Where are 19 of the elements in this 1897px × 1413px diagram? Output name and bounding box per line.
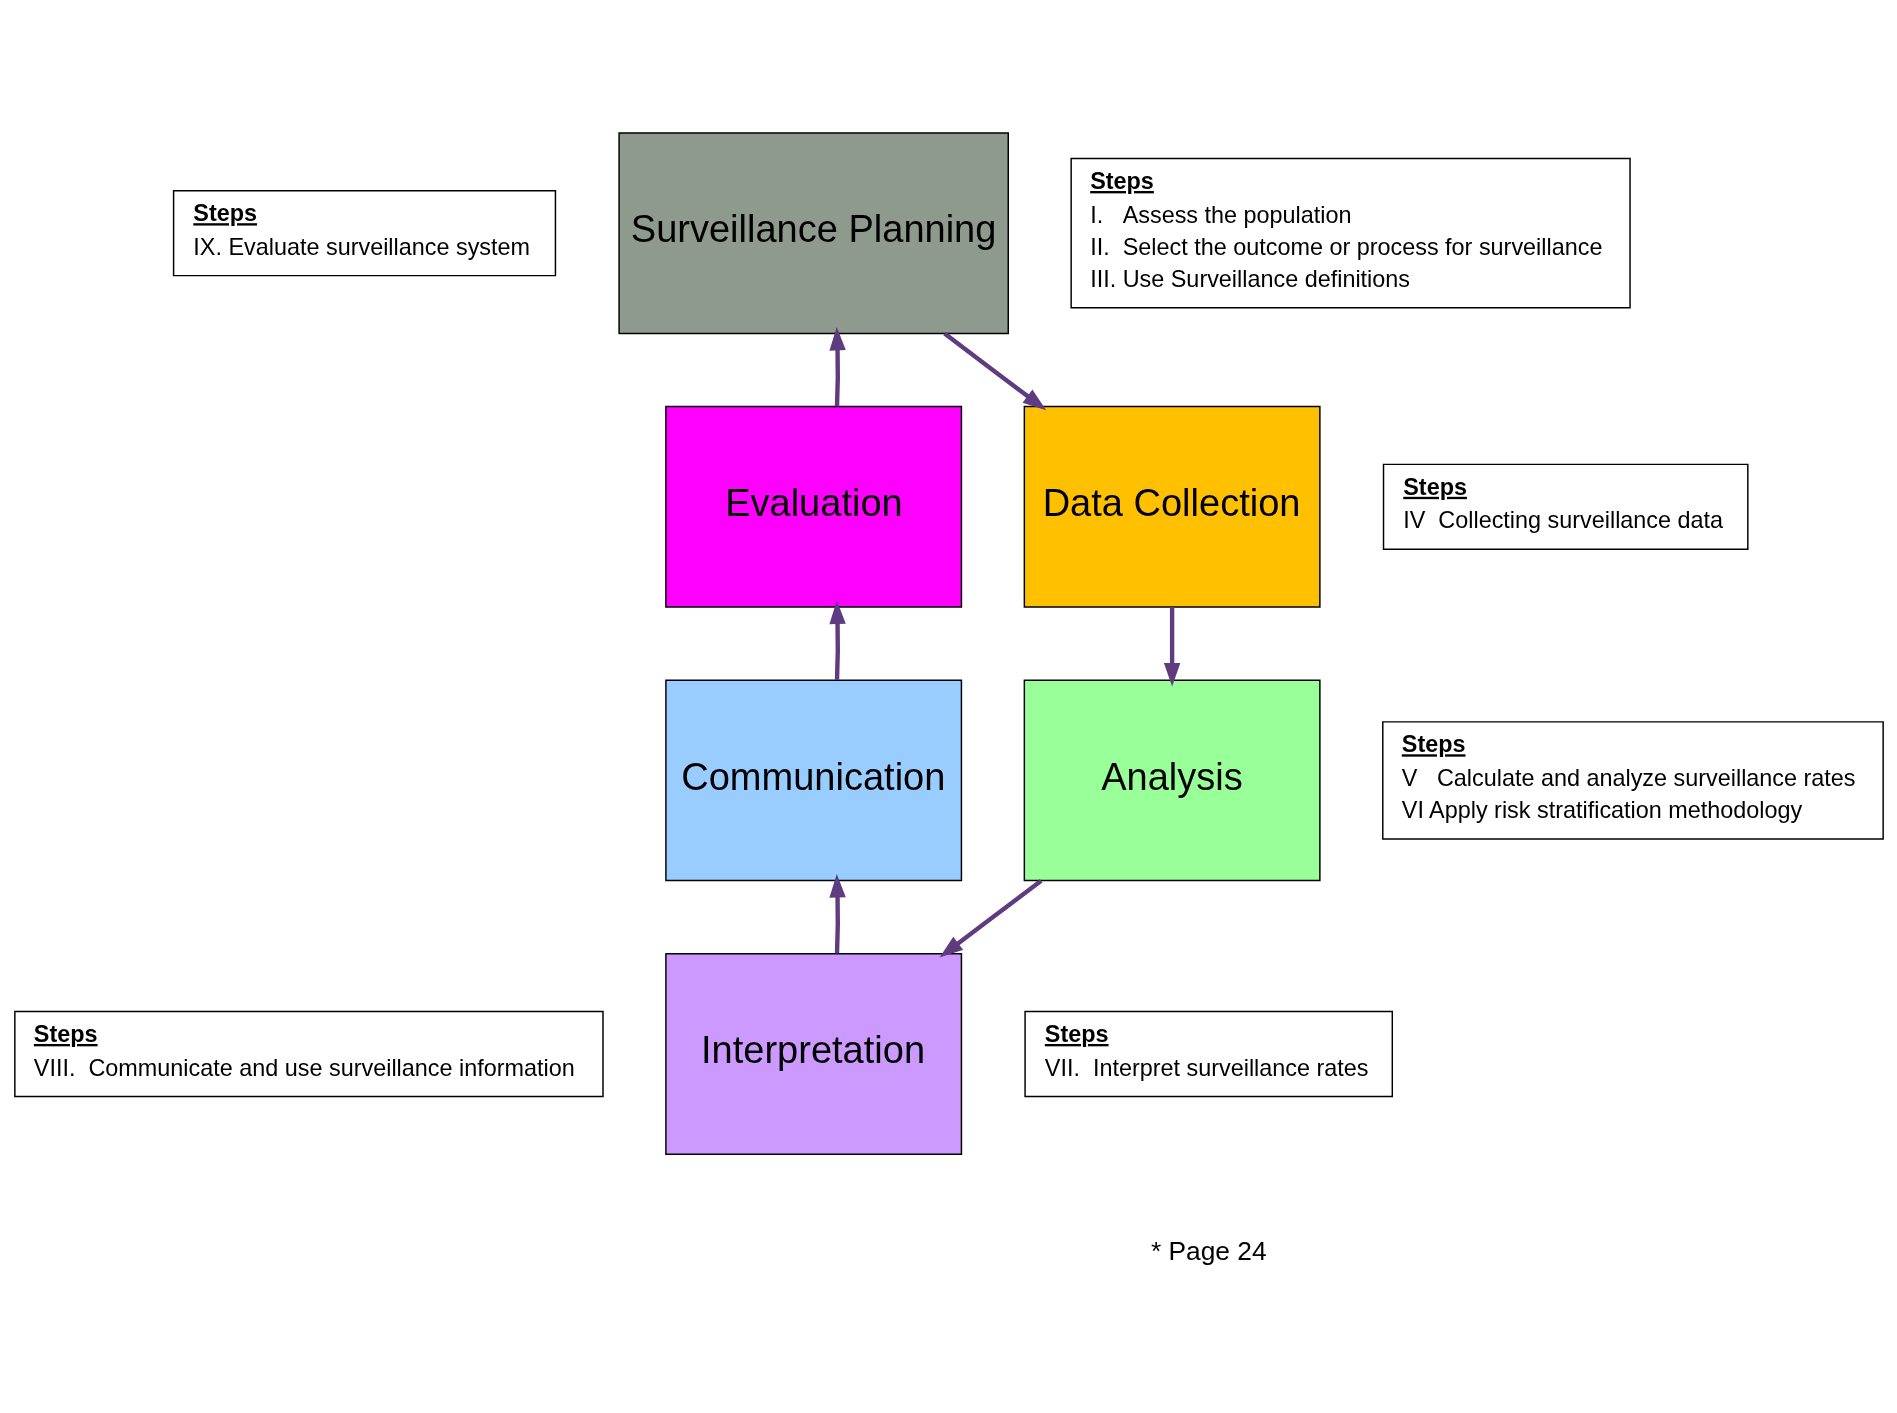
node-box: Communication [664, 679, 962, 882]
node-box: Steps V Calculate and analyze surveillance rates VI Apply risk stratification methodology [1381, 721, 1884, 840]
node-box: Steps I. Assess the population II. Select the outcome or process for surveillance III. Use Surveillance definitions [1069, 157, 1631, 309]
node-box: Steps VIII. Communicate and use surveillance information [13, 1010, 604, 1098]
node-box: Evaluation [664, 405, 962, 608]
node-box: Analysis [1023, 679, 1321, 882]
label: * Page 24 [1150, 1236, 1267, 1267]
arrow [1163, 607, 1180, 687]
arrow [828, 874, 846, 954]
node-box: Steps IV Collecting surveillance data [1382, 463, 1749, 550]
node-box: Steps VII. Interpret surveillance rates [1023, 1010, 1393, 1098]
node-box: Interpretation [664, 953, 962, 1155]
arrow [828, 326, 846, 407]
arrow [942, 331, 1046, 411]
arrow [939, 878, 1042, 958]
arrow [828, 600, 846, 680]
node-box: Data Collection [1023, 405, 1321, 608]
node-box: Steps IX. Evaluate surveillance system [172, 190, 556, 277]
node-box: Surveillance Planning [617, 132, 1009, 335]
